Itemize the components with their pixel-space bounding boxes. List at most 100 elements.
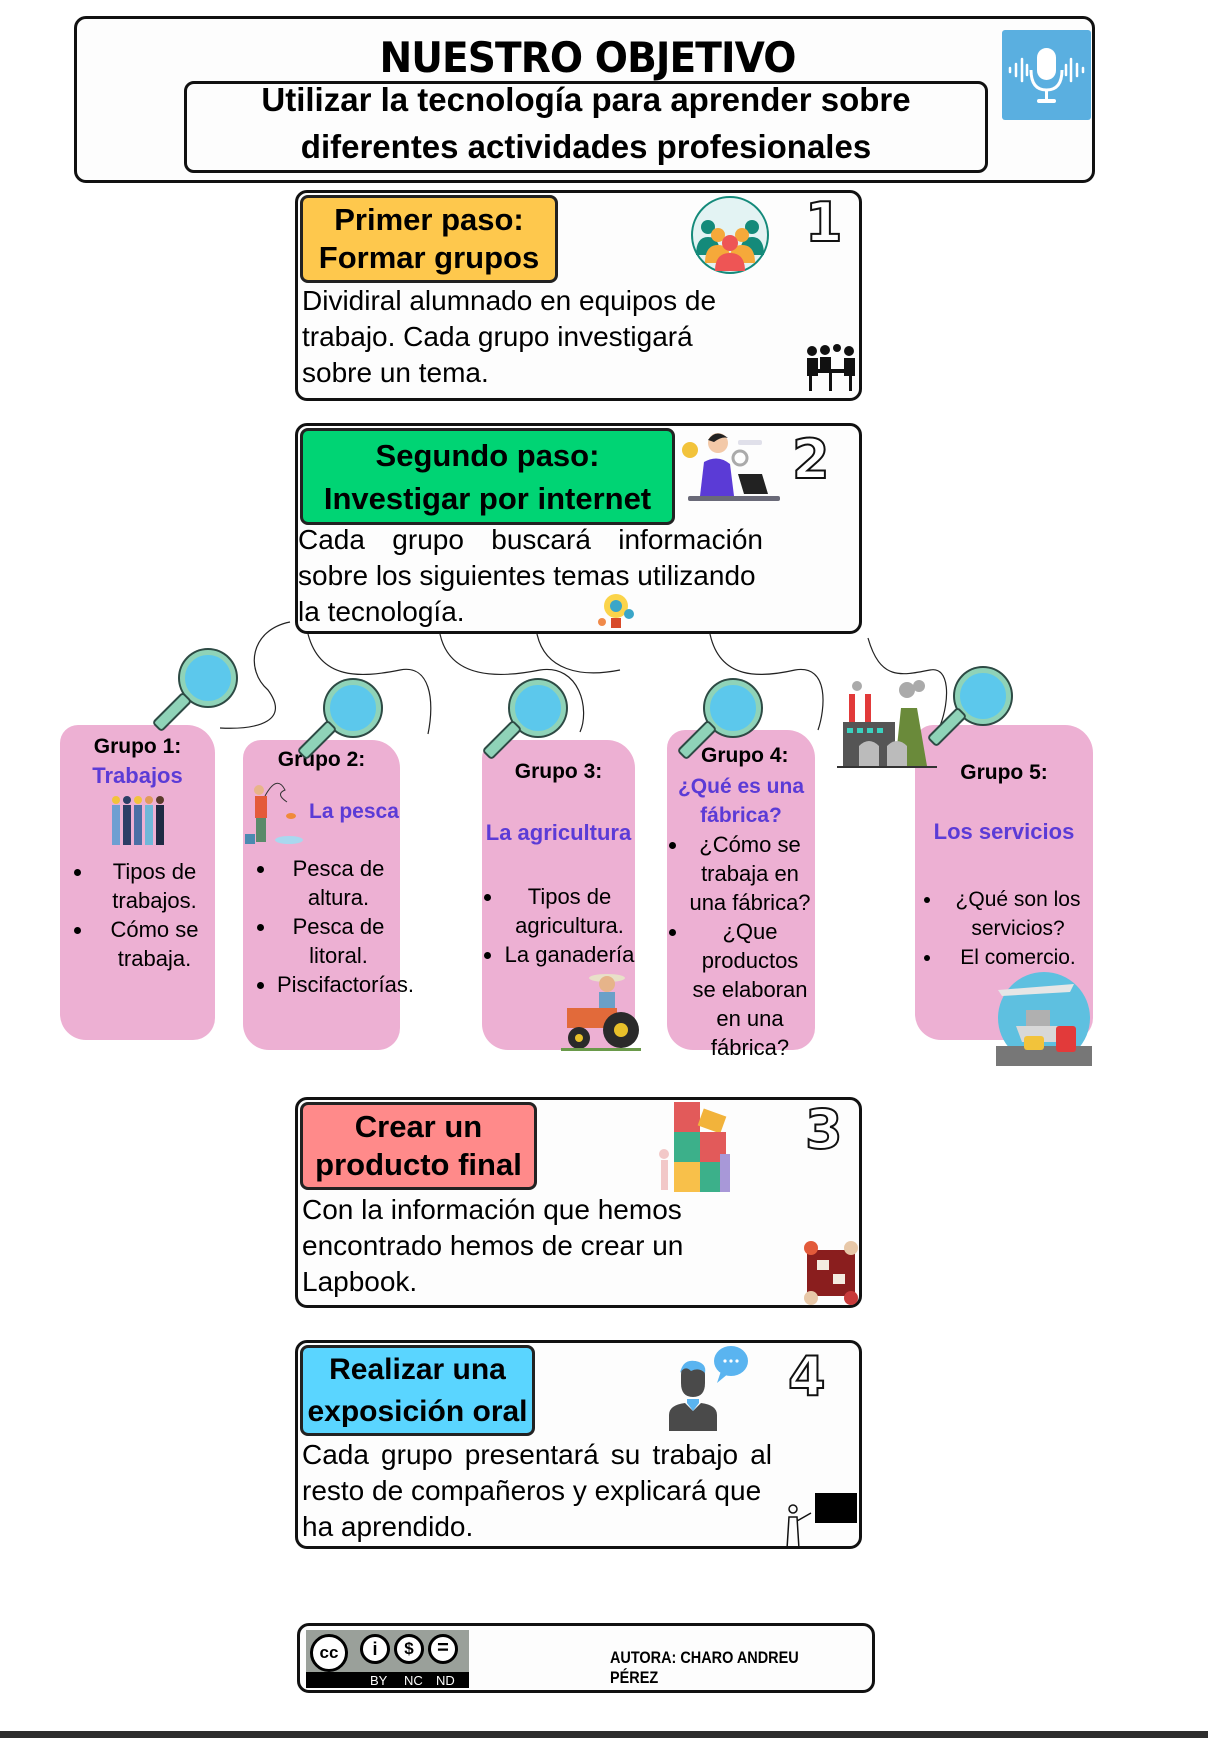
objective-subtitle: Utilizar la tecnología para aprender sob… — [187, 76, 985, 170]
cc-icon: cc — [310, 1634, 348, 1672]
crafting-table-icon — [801, 1240, 861, 1306]
objective-header: NUESTRO OBJETIVO Utilizar la tecnología … — [74, 16, 1095, 183]
group-item: Pesca de litoral. — [277, 912, 400, 970]
text-line: Cada grupo buscará información — [298, 524, 763, 555]
group-title: Grupo 4: — [701, 744, 789, 767]
group-card-3: Grupo 3: La agricultura Tipos de agricul… — [482, 740, 641, 1051]
group-subject-row: La pesca — [243, 774, 400, 848]
label-line: Crear un — [354, 1109, 483, 1144]
noncommercial-icon: $ — [394, 1634, 424, 1664]
lightbulb-science-icon — [593, 588, 639, 634]
author-credit: AUTORA: CHARO ANDREU PÉREZ — [610, 1648, 799, 1687]
noderivatives-icon: = — [428, 1634, 458, 1664]
group-item: Pesca de altura. — [277, 854, 400, 912]
factory-icon — [837, 680, 937, 772]
text-line: trabajo. Cada grupo investigará — [302, 321, 693, 352]
transport-services-icon — [996, 970, 1092, 1066]
group-item: La ganadería — [504, 940, 635, 969]
text-line: Lapbook. — [302, 1266, 418, 1297]
step-number: 2 — [791, 427, 831, 492]
group-people-icon — [690, 195, 770, 275]
group-item: Tipos de trabajos. — [94, 857, 215, 915]
person-laptop-search-icon — [678, 428, 783, 508]
group-title: Grupo 3: — [514, 760, 603, 783]
group-items: Tipos de agricultura. La ganadería — [482, 882, 635, 969]
step-number: 3 — [804, 1097, 844, 1162]
group-item: ¿Cómo se trabaja en una fábrica? — [689, 830, 811, 917]
label-line: producto final — [315, 1147, 522, 1182]
group-item: Tipos de agricultura. — [504, 882, 635, 940]
group-card-2: Grupo 2: La pesca Pesca de altura. Pesca… — [243, 740, 414, 1050]
label-line: Primer paso: — [334, 202, 524, 237]
label-line: exposición oral — [307, 1394, 528, 1428]
group-subject: ¿Qué es una fábrica? — [677, 775, 805, 827]
text-line: resto de compañeros y explicará que — [302, 1475, 762, 1506]
label-line: Realizar una — [329, 1352, 506, 1386]
step-number: 4 — [787, 1344, 827, 1409]
speaker-chat-icon — [663, 1343, 753, 1433]
group-items: ¿Cómo se trabaja en una fábrica? ¿Que pr… — [667, 830, 815, 1062]
microphone-icon — [1002, 30, 1091, 120]
text-line: encontrado hemos de crear un — [302, 1230, 684, 1261]
step-2-label: Segundo paso: Investigar por internet — [300, 428, 675, 525]
fisherman-icon — [245, 776, 305, 846]
bottom-bar — [0, 1731, 1208, 1738]
attribution-icon: i — [360, 1634, 390, 1664]
step-4-card: Realizar una exposición oral 4 Cada grupo… — [295, 1340, 862, 1550]
cc-license-badge[interactable]: cc i $ = BY NC ND — [306, 1630, 469, 1688]
connector-lines — [219, 621, 948, 735]
license-nc: NC — [404, 1673, 423, 1688]
step-4-description: Cada grupo presentará su trabajo al rest… — [302, 1437, 772, 1545]
step-1-label: Primer paso:Formar grupos — [300, 195, 558, 283]
label-line: Investigar por internet — [323, 480, 652, 516]
text-line: Cada grupo presentará su trabajo al — [302, 1439, 772, 1470]
step-2-card: Segundo paso: Investigar por internet 2 C… — [295, 423, 862, 634]
text-line: la tecnología. — [298, 596, 465, 627]
label-line: Formar grupos — [318, 240, 540, 275]
puzzle-team-icon — [656, 1102, 746, 1194]
footer-credits: cc i $ = BY NC ND AUTORA: CHARO ANDREU P… — [297, 1623, 875, 1693]
objective-subtitle-box: Utilizar la tecnología para aprender sob… — [184, 81, 988, 173]
license-bar — [306, 1672, 469, 1688]
group-title: Grupo 2: — [277, 748, 366, 771]
group-subject: Trabajos — [92, 763, 183, 788]
step-1-description: Dividiral alumnado en equipos de trabajo… — [302, 283, 716, 391]
group-card-4: Grupo 4: ¿Qué es una fábrica? ¿Cómo se t… — [667, 730, 815, 1060]
license-by: BY — [370, 1673, 388, 1688]
group-title: Grupo 1: — [93, 735, 182, 758]
step-1-card: Primer paso:Formar grupos 1 Dividiral al… — [295, 190, 862, 401]
license-nd: ND — [436, 1673, 455, 1688]
text-line: sobre un tema. — [302, 357, 489, 388]
label-line: Segundo paso: — [375, 437, 600, 473]
group-card-1: Grupo 1: Trabajos Tipos de trabajos. Cóm… — [60, 725, 215, 1040]
text-line: Dividiral alumnado en equipos de — [302, 285, 717, 316]
group-title: Grupo 5: — [960, 761, 1048, 784]
subtitle-line: diferentes actividades profesionales — [300, 128, 872, 165]
group-item: El comercio. — [943, 943, 1093, 972]
group-item: ¿Qué son los servicios? — [943, 885, 1093, 943]
text-line: sobre los siguientes temas utilizando — [298, 560, 756, 591]
text-line: ha aprendido. — [302, 1511, 474, 1542]
workers-icon — [110, 795, 166, 847]
step-3-description: Con la información que hemos encontrado … — [302, 1192, 683, 1300]
group-items: Tipos de trabajos. Cómo se trabaja. — [60, 857, 215, 973]
page-title: NUESTRO OBJETIVO — [379, 33, 796, 82]
step-4-label: Realizar una exposición oral — [300, 1345, 535, 1436]
group-items: Pesca de altura. Pesca de litoral. Pisci… — [243, 854, 414, 999]
group-item: ¿Que productos se elaboran en una fábric… — [689, 917, 811, 1062]
group-subject: La agricultura — [485, 820, 632, 845]
group-item: Cómo se trabaja. — [94, 915, 215, 973]
text-line: Con la información que hemos — [302, 1194, 682, 1225]
step-2-description: Cada grupo buscará información sobre los… — [298, 522, 763, 630]
team-meeting-icon — [803, 343, 858, 393]
farmer-tractor-icon — [557, 968, 642, 1052]
group-subject: La pesca — [309, 800, 399, 823]
step-number: 1 — [804, 190, 844, 255]
presenter-board-icon — [781, 1483, 861, 1550]
group-items: ¿Qué son los servicios? El comercio. — [915, 885, 1093, 972]
group-subject: Los servicios — [933, 819, 1075, 844]
subtitle-line: Utilizar la tecnología para aprender sob… — [261, 81, 911, 118]
group-item: Piscifactorías. — [277, 970, 414, 999]
